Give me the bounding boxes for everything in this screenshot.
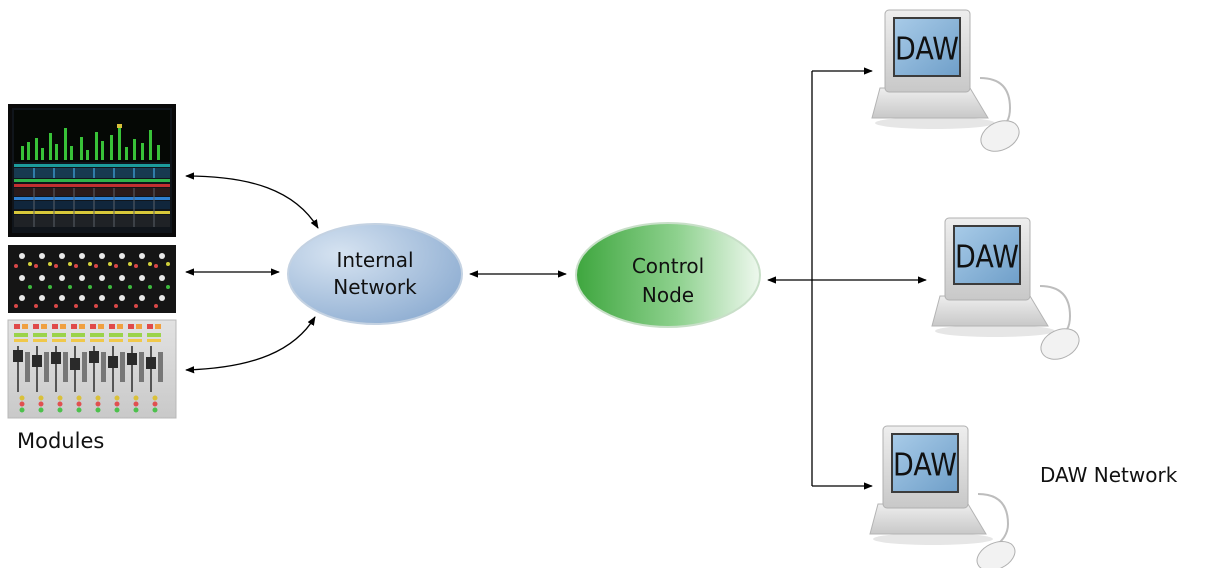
daw-screen-label-1: DAW — [895, 31, 959, 67]
internal-network-node: Internal Network — [287, 223, 463, 325]
daw-bus-connector — [767, 67, 927, 490]
daw-workstation-1: DAW — [871, 9, 1020, 152]
daw-network-label: DAW Network — [1040, 463, 1178, 487]
connector-meter-to-network — [185, 172, 319, 229]
daw-screen-label-3: DAW — [893, 447, 957, 483]
fader-module — [7, 319, 177, 419]
internal-network-label-line2: Network — [333, 275, 417, 299]
knob-panel-module — [8, 245, 176, 313]
control-node-label-line1: Control — [632, 254, 704, 278]
control-node: Control Node — [575, 222, 761, 328]
daw-workstation-3: DAW — [869, 425, 1016, 568]
internal-network-label-line1: Internal — [336, 248, 413, 272]
modules-label: Modules — [17, 429, 104, 453]
daw-workstation-2: DAW — [931, 217, 1080, 360]
connector-faders-to-network — [185, 316, 316, 374]
meter-bridge-module — [8, 104, 176, 237]
control-node-label-line2: Node — [642, 283, 694, 307]
daw-screen-label-2: DAW — [955, 239, 1019, 275]
